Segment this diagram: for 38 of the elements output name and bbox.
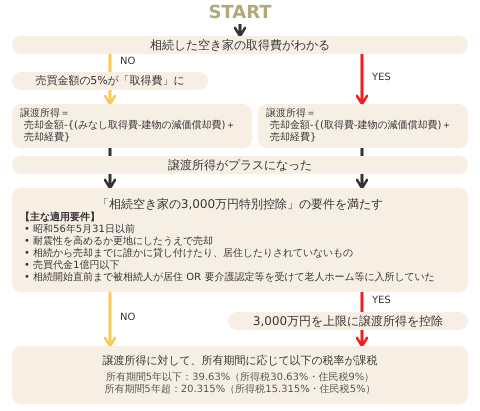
arrow bbox=[356, 330, 368, 348]
formula-text: 売却金額-{(みなし取得費-建物の減価償却費)＋売却経費} bbox=[23, 120, 236, 144]
requirement-item: • 相続から売却までに誰かに貸し付けたり、居住したりされていないもの bbox=[24, 248, 354, 260]
edge-label: NO bbox=[120, 56, 136, 68]
edge-label: YES bbox=[372, 295, 391, 307]
condition-heading: 「相続空き家の3,000万円特別控除」の要件を満たす bbox=[96, 196, 384, 212]
step-text: 3,000万円を上限に譲渡所得を控除 bbox=[252, 314, 444, 328]
step-text: 相続した空き家の取得費がわかる bbox=[150, 38, 330, 52]
arrow bbox=[234, 24, 246, 38]
process-box bbox=[12, 346, 468, 404]
process-box bbox=[12, 36, 468, 54]
requirement-item: • 相続開始直前まで被相続人が居住 OR 要介護認定等を受けて老人ホーム等に入所していた bbox=[24, 272, 434, 284]
arrow bbox=[356, 174, 368, 190]
formula-heading: 譲渡所得＝ bbox=[20, 108, 70, 120]
step-text: 売買金額の5%が「取得費」に bbox=[35, 74, 185, 88]
edge-label: YES bbox=[372, 72, 391, 84]
edge-label: NO bbox=[120, 312, 136, 324]
requirement-item: • 昭和56年5月31日以前 bbox=[24, 224, 136, 236]
start-label: START bbox=[208, 3, 272, 23]
tax-rate-text: 所有期間5年以下：39.63%（所得税30.63%・住民税9%） bbox=[106, 372, 374, 384]
formula-text: 売却金額-{(取得費-建物の減価償却費)＋売却経費} bbox=[269, 120, 452, 144]
arrow bbox=[104, 174, 116, 190]
tax-heading: 譲渡所得に対して、所有期間に応じて以下の税率が課税 bbox=[102, 354, 378, 368]
arrow bbox=[356, 54, 368, 106]
process-box bbox=[12, 104, 252, 148]
process-box bbox=[12, 72, 208, 90]
process-box bbox=[258, 104, 468, 148]
process-box bbox=[12, 156, 468, 174]
step-text: 譲渡所得がプラスになった bbox=[168, 158, 312, 172]
process-box bbox=[12, 188, 468, 292]
process-box bbox=[228, 312, 468, 330]
requirements-heading: 【主な適用要件】 bbox=[20, 212, 100, 224]
requirement-item: • 売買代金1億円以下 bbox=[24, 260, 120, 272]
requirement-item: • 耐震性を高めるか更地にしたうえで売却 bbox=[24, 236, 214, 248]
arrow bbox=[104, 90, 116, 106]
arrow bbox=[104, 292, 116, 348]
formula-heading: 譲渡所得＝ bbox=[266, 108, 316, 120]
tax-rate-text: 所有期間5年超：20.315%（所得税15.315%・住民税5%） bbox=[104, 384, 376, 396]
